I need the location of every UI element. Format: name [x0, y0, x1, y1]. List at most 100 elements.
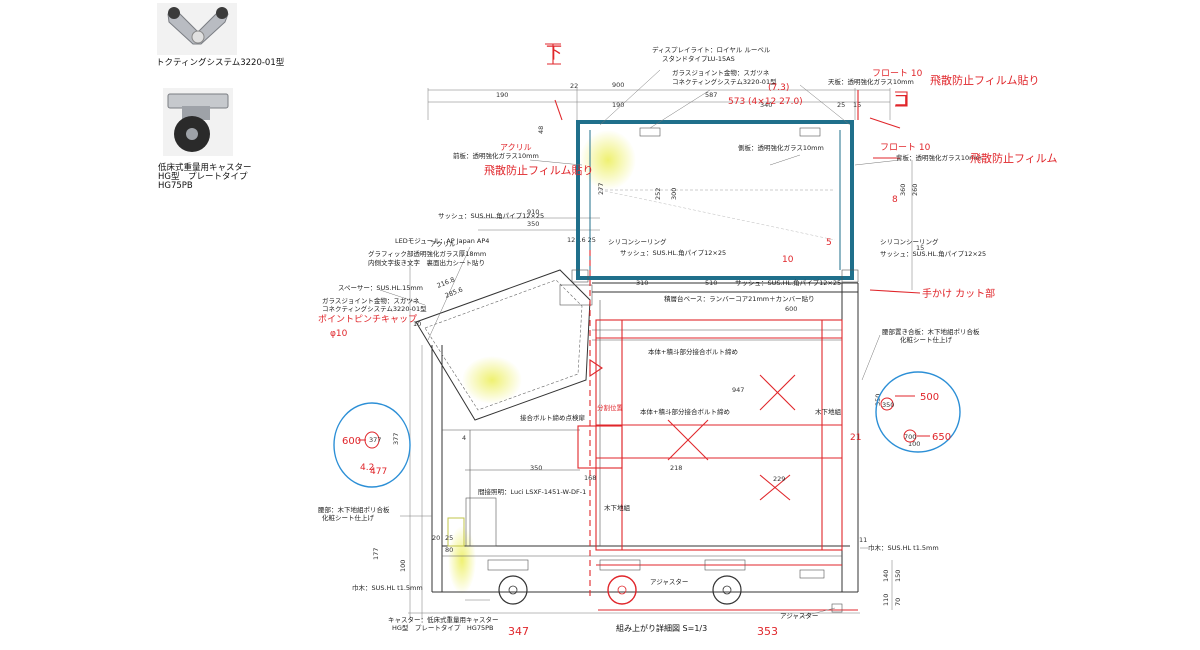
hw-phi10: φ10 — [330, 329, 348, 339]
note-wood-base-2: 木下地組 — [604, 503, 631, 512]
note-glass-joint-1: ガラスジョイント金物：スガツネ — [672, 68, 770, 77]
note-silicone-1: シリコンシーリング — [608, 237, 667, 246]
hw-d347: 347 — [508, 625, 529, 638]
note-sash-1: サッシュ：SUS.HL.角パイプ12×25 — [438, 211, 544, 220]
note-body-bolt: 本体+積斗部分接合ボルト締め — [648, 347, 738, 356]
note-display-light-1: ディスプレイライト：ロイヤル ルーベル — [652, 45, 771, 54]
dim-252: 252 — [654, 188, 662, 200]
dim-587: 587 — [705, 91, 717, 99]
note-graphic-2: 内側文字抜き文字 裏面出力シート貼り — [368, 258, 485, 267]
blue-circle-right — [875, 371, 961, 453]
note-adjuster-2: アジャスター — [780, 611, 818, 620]
hw-d5r: 5 — [826, 238, 832, 248]
dim-25b: 25 — [445, 534, 453, 542]
note-top-glass: 天板：透明強化ガラス10mm — [828, 77, 914, 86]
note-side-finish-1: 腰部：木下地組ポリ合板 — [318, 505, 390, 514]
note-bolt-fix: 接合ボルト締め点検扉 — [520, 413, 586, 422]
dim-12-16: 12 16 25 — [567, 236, 596, 244]
dim-80: 80 — [445, 546, 453, 554]
dim-110: 110 — [882, 594, 890, 606]
note-caster-2: HG型 プレートタイプ HG75PB — [392, 623, 494, 632]
dim-190b: 190 — [612, 101, 624, 109]
note-glass-joint-side-2: コネクティングシステム3220-01型 — [322, 304, 427, 313]
dim-218: 218 — [670, 464, 682, 472]
leader-lines — [379, 69, 913, 620]
dim-277: 277 — [597, 183, 605, 195]
caster-caption-1: 低床式重量用キャスター — [158, 162, 252, 173]
dim-140: 140 — [882, 570, 890, 582]
dim-510: 510 — [705, 279, 717, 287]
dim-22: 22 — [570, 82, 578, 90]
dim-25: 25 — [837, 101, 845, 109]
note-display-light-2: スタンドタイプLU-15AS — [662, 54, 735, 63]
note-side-glass: 側板：透明強化ガラス10mm — [738, 143, 824, 152]
hw-d21r: 21 — [850, 433, 861, 443]
dim-900: 900 — [612, 81, 624, 89]
note-body-bolt-2: 本体+積斗部分接合ボルト締め — [640, 407, 730, 416]
note-baseboard-left: 巾木：SUS.HL t1.5mm — [352, 583, 423, 592]
dim-350: 350 — [527, 220, 539, 228]
dim-285: 285.6 — [444, 285, 464, 299]
hw-film-front: 飛散防止フィルム貼り — [484, 163, 594, 177]
note-graphic-1: グラフィック部透明強化ガラス厚18mm — [368, 249, 486, 258]
note-right-finish-1: 腰部置き合板：木下地組ポリ合板 — [882, 327, 980, 336]
hw-d573: 573 (4×12 27.0) — [728, 97, 803, 107]
light-glow-base — [448, 526, 476, 594]
note-baseboard-right: 巾木：SUS.HL t1.5mm — [868, 543, 939, 552]
dim-600: 600 — [785, 305, 797, 313]
circled-right-350: 350 — [882, 401, 894, 409]
dim-360: 360 — [899, 184, 907, 196]
caster-caption-3: HG75PB — [158, 181, 193, 191]
dim-4: 4 — [462, 434, 466, 442]
note-back-glass: 背板：透明強化ガラス10mm — [896, 153, 982, 162]
dim-100b: 100 — [908, 440, 920, 448]
note-glass-joint-side-1: ガラスジョイント金物：スガツネ — [322, 296, 420, 305]
dim-310: 310 — [636, 279, 648, 287]
note-front-glass: 前板：透明強化ガラス10mm — [453, 151, 539, 160]
dim-910: 910 — [527, 208, 539, 216]
glass-showcase — [571, 120, 859, 283]
circled-right-500: 500 — [920, 392, 939, 403]
dim-177: 177 — [372, 548, 380, 560]
hw-front-plus-2: フロート 10 — [880, 143, 931, 153]
circled-right-700: 700 — [904, 433, 916, 441]
top-dimension-lines — [427, 88, 891, 231]
dim-11: 11 — [859, 536, 867, 544]
hw-film-top: 飛散防止フィルム貼り — [930, 73, 1040, 87]
note-spacer: スペーサー：SUS.HL.15mm — [338, 284, 423, 292]
hw-acrylic-r: アクリル — [500, 143, 532, 152]
note-sash-2: サッシュ：SUS.HL.角パイプ12×25 — [620, 248, 726, 257]
dim-340: 340 — [760, 101, 772, 109]
dim-100: 100 — [399, 560, 407, 572]
hw-cut: 手かけ カット部 — [922, 287, 995, 300]
hw-note-4-2: 4.2 — [360, 463, 374, 473]
note-glass-joint-2: コネクティングシステム3220-01型 — [672, 77, 777, 86]
dim-15: 15 — [853, 101, 861, 109]
hw-front-plus: フロート 10 — [872, 69, 923, 79]
note-acrylic: アクリル — [430, 240, 456, 248]
note-wood-base: 木下地組 — [815, 407, 842, 416]
note-led-module: LEDモジュール：AP Japan AP4 — [395, 237, 489, 245]
hw-d353: 353 — [757, 625, 778, 638]
fitting-caption: トクティングシステム3220-01型 — [156, 57, 285, 68]
hw-d10r: 10 — [782, 255, 794, 265]
red-markups — [545, 43, 921, 611]
dim-947: 947 — [732, 386, 744, 394]
dim-48: 48 — [537, 126, 545, 134]
hw-top-left-mark: 下 — [546, 43, 562, 62]
circled-right-650: 650 — [932, 432, 951, 443]
note-side-finish-2: 化粧シート仕上げ — [322, 513, 375, 522]
dim-190: 190 — [496, 91, 508, 99]
hw-r8: 8 — [892, 195, 898, 205]
dim-168: 168 — [584, 474, 596, 482]
hw-point-sheet: ポイントピンチキャップ — [318, 314, 417, 325]
circled-left-477: 477 — [370, 467, 387, 477]
light-glow-side — [462, 356, 522, 404]
dim-300: 300 — [670, 188, 678, 200]
caster-caption-2: HG型 プレートタイプ — [158, 172, 248, 182]
note-adjuster-1: アジャスター — [650, 577, 688, 586]
circled-left-377: 377 — [369, 436, 381, 444]
dim-260: 260 — [911, 184, 919, 196]
dim-350b: 350 — [530, 464, 542, 472]
